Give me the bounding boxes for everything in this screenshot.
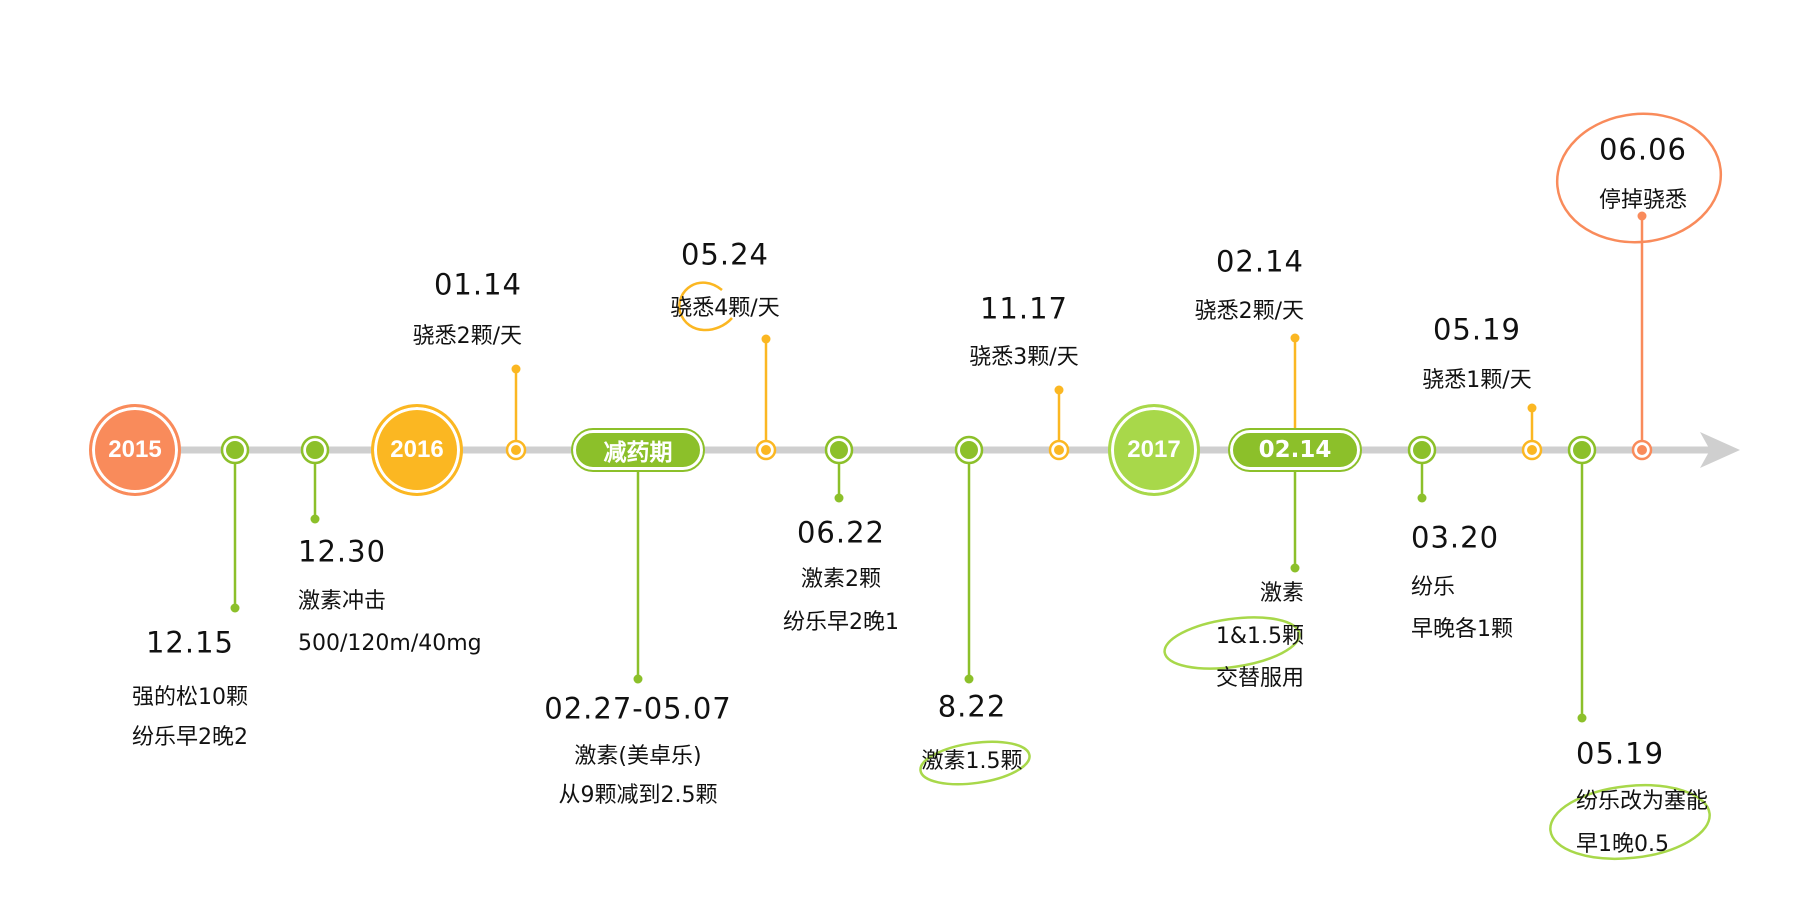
event-label: 骁悉2颗/天 bbox=[412, 324, 522, 349]
stem-end-dot bbox=[834, 493, 844, 503]
event-date: 01.14 bbox=[433, 267, 522, 302]
highlight-circle bbox=[1555, 112, 1723, 244]
event-date: 06.06 bbox=[1598, 132, 1688, 167]
year-marker-2016: 2016 bbox=[371, 404, 463, 496]
stem-end-dot bbox=[1527, 403, 1537, 413]
stem-end-dot bbox=[1290, 333, 1300, 343]
date-pill-0214: 02.14 bbox=[1228, 428, 1362, 472]
event-label: 1&1.5颗 bbox=[1215, 624, 1304, 649]
stem-end-dot bbox=[1637, 211, 1647, 221]
event-date: 12.15 bbox=[145, 625, 235, 660]
reduction-period-pill: 减药期 bbox=[571, 428, 705, 472]
stem-end-dot bbox=[511, 364, 521, 374]
event-label: 骁悉3颗/天 bbox=[969, 345, 1079, 370]
event-label: 交替服用 bbox=[1215, 666, 1304, 691]
event-date: 03.20 bbox=[1411, 520, 1500, 555]
highlight-arc bbox=[678, 281, 733, 332]
event-label: 500/120m/40mg bbox=[298, 631, 482, 656]
event-label: 纷乐 bbox=[1411, 575, 1456, 600]
stem-end-dot bbox=[1577, 713, 1587, 723]
event-date: 05.19 bbox=[1432, 312, 1522, 347]
event-date: 05.19 bbox=[1576, 736, 1665, 771]
event-node-dot bbox=[1637, 445, 1647, 455]
year-marker-2015: 2015 bbox=[89, 404, 181, 496]
event-node-dot bbox=[1527, 445, 1537, 455]
event-node-dot bbox=[1573, 441, 1591, 459]
stem-end-dot bbox=[310, 514, 320, 524]
stem-end-dot bbox=[761, 334, 771, 344]
event-node-dot bbox=[761, 445, 771, 455]
event-label: 激素(美卓乐) bbox=[574, 744, 702, 769]
stem-end-dot bbox=[230, 603, 240, 613]
event-label: 激素冲击 bbox=[298, 589, 387, 614]
event-label: 激素2颗 bbox=[801, 567, 881, 592]
event-label: 早1晚0.5 bbox=[1576, 832, 1669, 857]
stem-end-dot bbox=[1417, 493, 1427, 503]
event-label: 纷乐早2晚1 bbox=[783, 610, 899, 635]
year-marker-2017: 2017 bbox=[1108, 404, 1200, 496]
event-node-dot bbox=[511, 445, 521, 455]
event-date: 02.14 bbox=[1215, 244, 1304, 279]
event-date: 8.22 bbox=[937, 689, 1007, 724]
event-date: 06.22 bbox=[796, 515, 886, 550]
highlight-circle bbox=[1549, 783, 1711, 861]
event-label: 骁悉1颗/天 bbox=[1422, 368, 1532, 393]
event-node-dot bbox=[226, 441, 244, 459]
event-label: 骁悉4颗/天 bbox=[670, 296, 780, 321]
event-date: 11.17 bbox=[979, 291, 1069, 326]
event-node-dot bbox=[1054, 445, 1064, 455]
event-date: 05.24 bbox=[680, 237, 770, 272]
event-label: 纷乐早2晚2 bbox=[132, 725, 248, 750]
event-node-dot bbox=[306, 441, 324, 459]
event-node-dot bbox=[1413, 441, 1431, 459]
event-label: 从9颗减到2.5颗 bbox=[558, 783, 718, 808]
event-node-dot bbox=[960, 441, 978, 459]
event-label: 早晚各1颗 bbox=[1411, 617, 1513, 642]
event-date: 12.30 bbox=[298, 534, 387, 569]
event-date: 02.27-05.07 bbox=[544, 691, 732, 726]
event-label: 强的松10颗 bbox=[132, 685, 248, 710]
highlight-circle bbox=[1163, 616, 1301, 670]
stem-end-dot bbox=[633, 674, 643, 684]
event-node-dot bbox=[830, 441, 848, 459]
event-label: 激素 bbox=[1259, 581, 1304, 606]
stem-end-dot bbox=[964, 674, 974, 684]
stem-end-dot bbox=[1290, 563, 1300, 573]
event-label: 激素1.5颗 bbox=[921, 749, 1023, 774]
highlight-circle bbox=[919, 740, 1031, 786]
stem-end-dot bbox=[1054, 385, 1064, 395]
event-label: 纷乐改为塞能 bbox=[1576, 789, 1709, 814]
event-label: 骁悉2颗/天 bbox=[1194, 299, 1304, 324]
event-label: 停掉骁悉 bbox=[1598, 188, 1688, 213]
arrow-head-icon bbox=[1700, 432, 1740, 468]
